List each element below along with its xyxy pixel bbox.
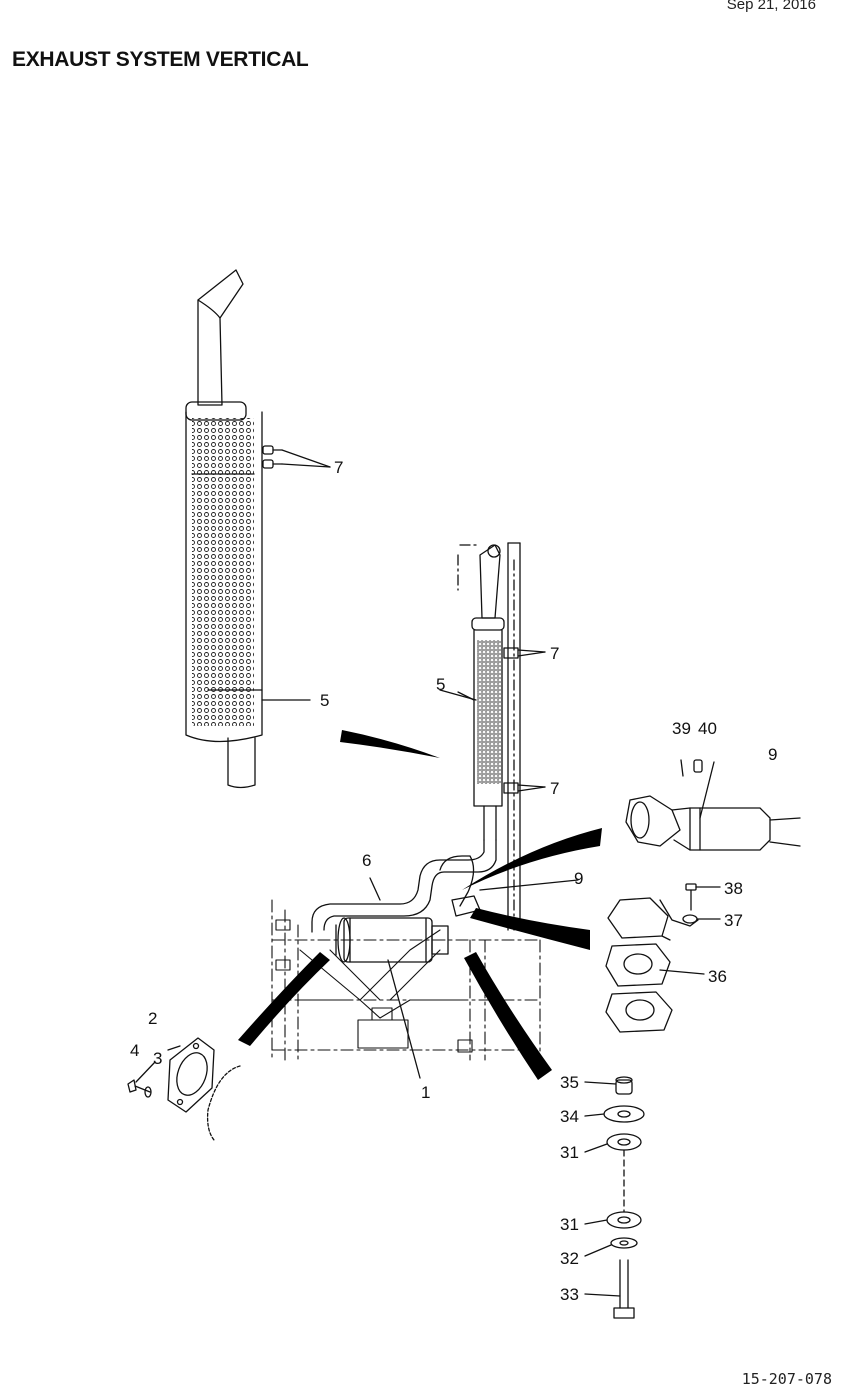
callout-36: 36 xyxy=(708,967,727,986)
callout-35: 35 xyxy=(560,1073,579,1092)
muffler-assembled xyxy=(439,544,505,841)
callout-1: 1 xyxy=(421,1083,430,1102)
flange-2 xyxy=(167,1037,215,1113)
washer-37 xyxy=(682,914,721,924)
callout-9-a: 9 xyxy=(768,745,777,764)
pin-39 xyxy=(680,759,684,777)
mount-stack xyxy=(584,1076,645,1319)
elbow-9-assembled xyxy=(439,855,481,917)
callout-6: 6 xyxy=(362,851,371,870)
page-title: EXHAUST SYSTEM VERTICAL xyxy=(12,48,309,71)
callout-39: 39 xyxy=(672,719,691,738)
callout-38: 38 xyxy=(724,879,743,898)
callout-32: 32 xyxy=(560,1249,579,1268)
callout-2: 2 xyxy=(148,1009,157,1028)
callout-31-b: 31 xyxy=(560,1215,579,1234)
bolt-38 xyxy=(685,883,721,911)
print-date: Sep 21, 2016 xyxy=(726,0,816,13)
callout-34: 34 xyxy=(560,1107,579,1126)
drawing-number: 15-207-078 xyxy=(741,1370,832,1388)
callout-9-b: 9 xyxy=(574,869,583,888)
callout-3: 3 xyxy=(153,1049,162,1068)
callout-5-b: 5 xyxy=(436,675,445,694)
clamp-7-upper xyxy=(503,647,546,659)
gasket-3-outline xyxy=(206,1065,241,1141)
explode-arrows xyxy=(238,730,602,1080)
callout-31-a: 31 xyxy=(560,1143,579,1162)
callout-4: 4 xyxy=(130,1041,139,1060)
muffler-large xyxy=(185,269,311,789)
callout-labels: 7 5 7 5 7 39 40 9 6 9 38 37 36 2 4 3 1 3… xyxy=(130,458,777,1304)
clamp-7-lower xyxy=(503,782,546,794)
exhaust-pipe-6 xyxy=(311,839,497,933)
clip-40 xyxy=(693,759,703,773)
callout-7-a: 7 xyxy=(334,458,343,477)
bolt-4 xyxy=(127,1079,152,1098)
callout-7-c: 7 xyxy=(550,779,559,798)
callout-5-a: 5 xyxy=(320,691,329,710)
callout-37: 37 xyxy=(724,911,743,930)
callout-33: 33 xyxy=(560,1285,579,1304)
callout-40: 40 xyxy=(698,719,717,738)
callout-7-b: 7 xyxy=(550,644,559,663)
bolt-pair-7-top xyxy=(262,445,331,469)
manifold-flange-36 xyxy=(605,897,699,1033)
pipe-9-exploded xyxy=(625,795,801,851)
